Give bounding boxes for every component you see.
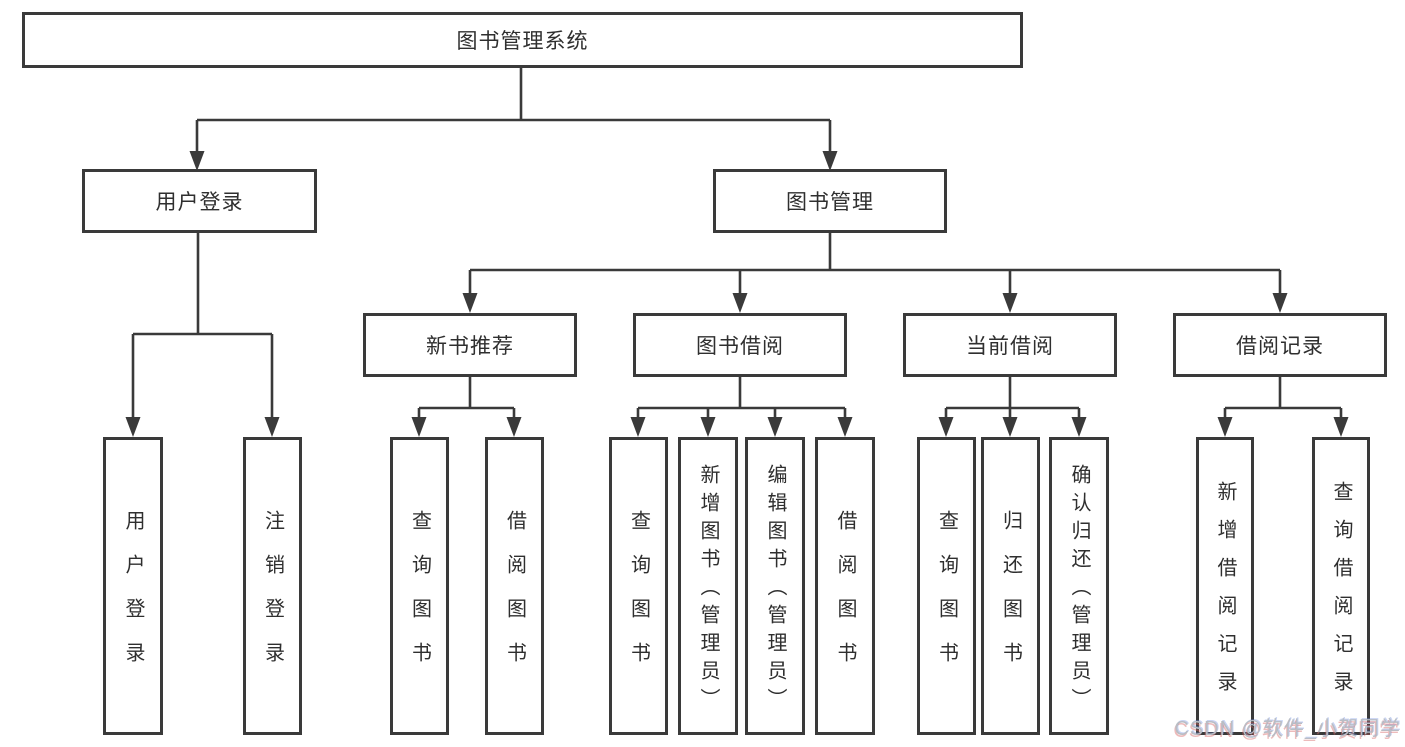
leaf-records-query-borrow-record: 查询借阅记录 xyxy=(1312,437,1370,735)
leaf-recommend-borrow-books: 借阅图书 xyxy=(485,437,544,735)
leaf-borrowing-edit-books-admin: 编辑图书（管理员） xyxy=(745,437,805,735)
leaf-recommend-query-books: 查询图书 xyxy=(390,437,449,735)
edge-bookmgmt-to-level3 xyxy=(468,233,1282,299)
edge-records-to-leaves xyxy=(1223,377,1343,423)
node-new-book-recommend: 新书推荐 xyxy=(363,313,577,377)
node-label: 当前借阅 xyxy=(966,335,1054,358)
leaf-logout: 注销登录 xyxy=(243,437,302,735)
node-label: 查询图书 xyxy=(935,510,958,686)
node-current-borrowing: 当前借阅 xyxy=(903,313,1117,377)
node-book-borrowing: 图书借阅 xyxy=(633,313,847,377)
leaf-current-confirm-return-admin: 确认归还（管理员） xyxy=(1049,437,1109,735)
node-label: 新书推荐 xyxy=(426,335,514,358)
node-label: 查询图书 xyxy=(408,510,431,686)
node-label: 借阅记录 xyxy=(1236,335,1324,358)
node-label: 图书管理系统 xyxy=(456,30,589,53)
node-book-management: 图书管理 xyxy=(713,169,947,233)
node-label: 图书管理 xyxy=(786,191,874,214)
csdn-watermark: CSDN @软件_小贺同学 xyxy=(1174,718,1401,740)
edge-root-to-level2 xyxy=(195,68,832,157)
node-label: 查询图书 xyxy=(627,510,650,686)
node-label: 归还图书 xyxy=(999,510,1022,686)
node-label: 新增图书（管理员） xyxy=(697,464,719,716)
node-label: 新增借阅记录 xyxy=(1214,481,1236,709)
node-borrow-records: 借阅记录 xyxy=(1173,313,1387,377)
node-label: 用户登录 xyxy=(122,510,144,686)
node-label: 借阅图书 xyxy=(503,510,526,686)
node-library-management-system: 图书管理系统 xyxy=(22,12,1023,68)
leaf-borrowing-borrow-books: 借阅图书 xyxy=(815,437,875,735)
leaf-current-query-books: 查询图书 xyxy=(917,437,976,735)
edge-recommend-to-leaves xyxy=(417,377,516,423)
node-label: 查询借阅记录 xyxy=(1330,481,1352,709)
edge-borrowing-to-leaves xyxy=(636,377,847,423)
arrowheads xyxy=(125,151,1349,437)
node-label: 图书借阅 xyxy=(696,335,784,358)
leaf-current-return-books: 归还图书 xyxy=(981,437,1040,735)
node-label: 用户登录 xyxy=(155,191,244,214)
edge-current-to-leaves xyxy=(944,377,1081,423)
node-label: 确认归还（管理员） xyxy=(1068,464,1090,716)
node-label: 注销登录 xyxy=(261,510,284,686)
leaf-borrowing-query-books: 查询图书 xyxy=(609,437,668,735)
node-label: 编辑图书（管理员） xyxy=(764,464,786,716)
leaf-records-add-borrow-record: 新增借阅记录 xyxy=(1196,437,1254,735)
node-label: 借阅图书 xyxy=(834,510,856,686)
node-user-login: 用户登录 xyxy=(82,169,317,233)
edge-userlogin-to-leaves xyxy=(131,233,274,423)
leaf-user-login: 用户登录 xyxy=(103,437,163,735)
leaf-borrowing-add-books-admin: 新增图书（管理员） xyxy=(678,437,738,735)
